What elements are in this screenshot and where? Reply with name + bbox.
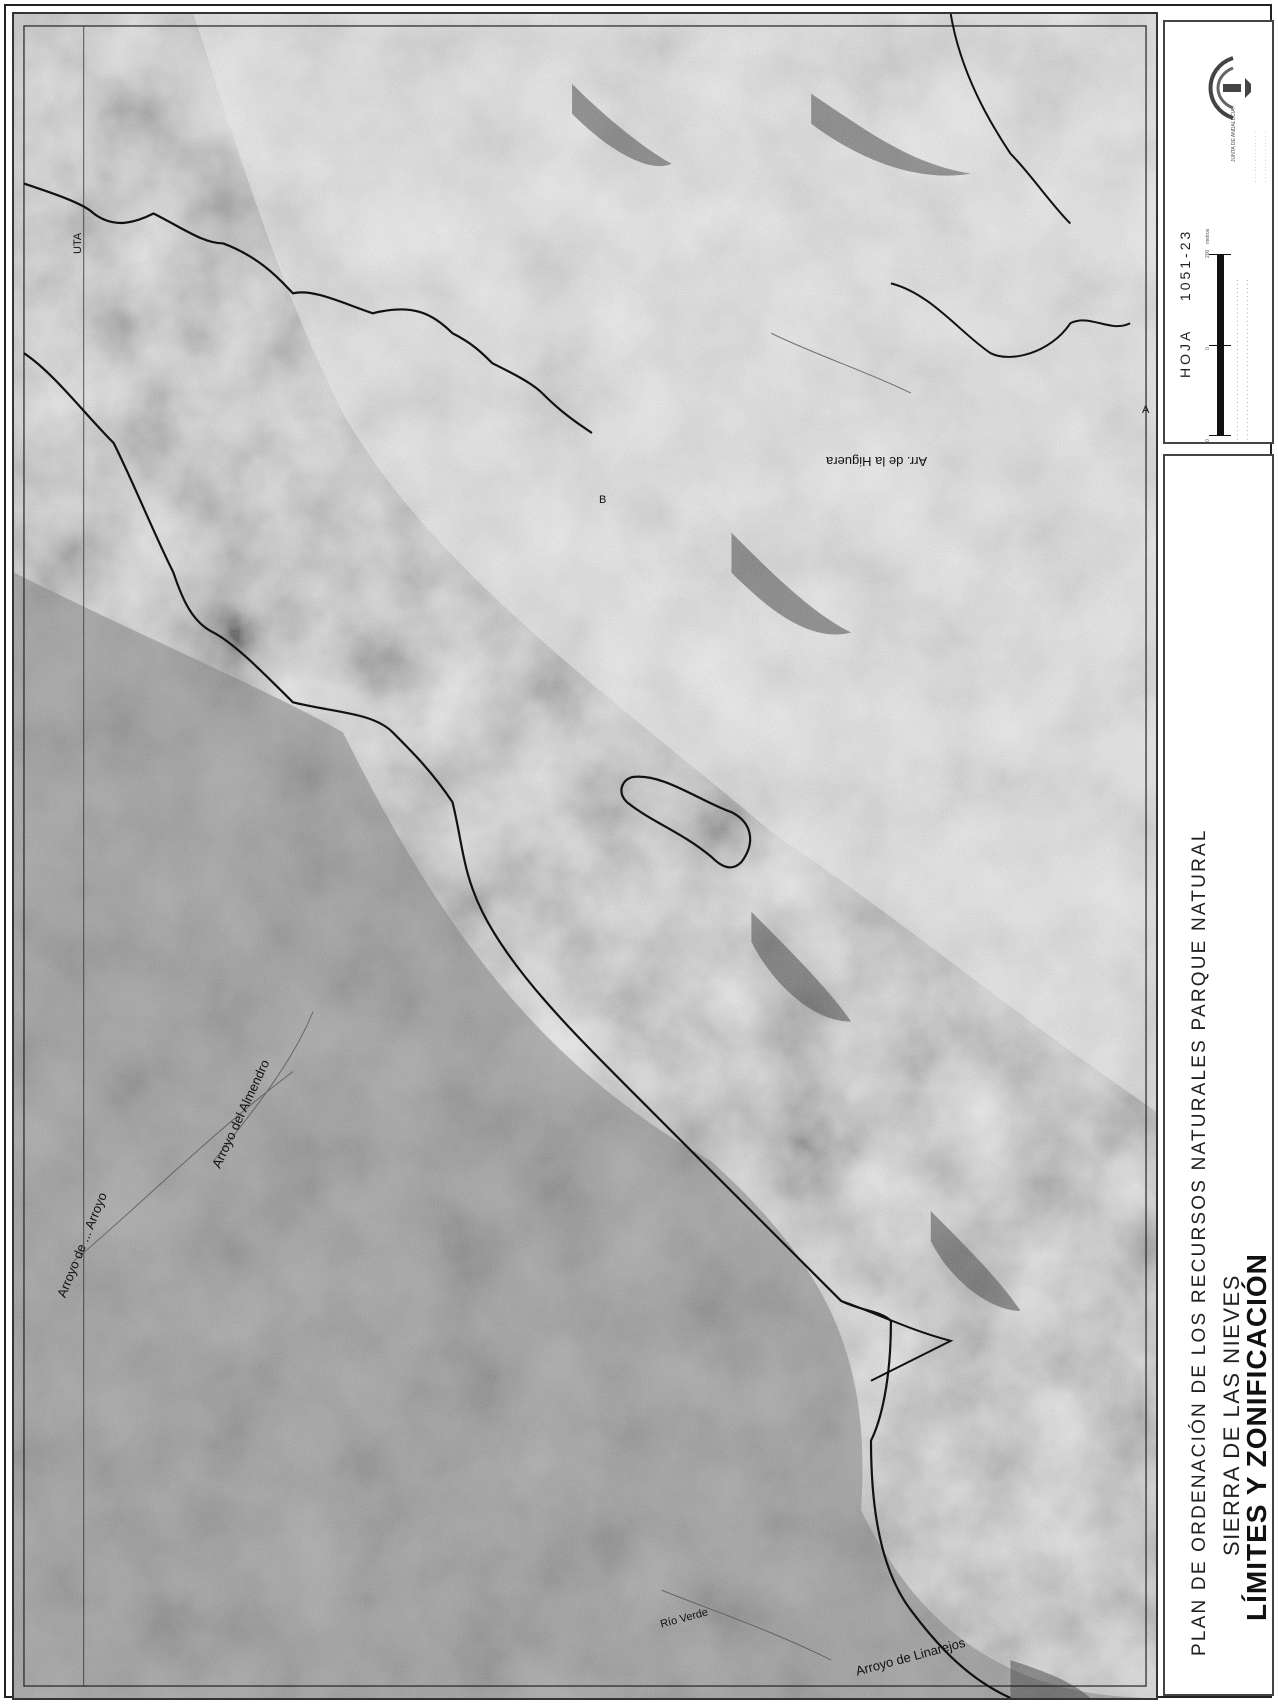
park-boundary-north <box>23 182 593 434</box>
boundary-spur <box>840 1299 954 1382</box>
sheet-info-box: JUNTA DE ANDALUCIA · · · · · · · · · · ·… <box>1163 20 1274 444</box>
source-note-2: · · · · · · · · · · · · · · · · · · · · … <box>1245 279 1251 440</box>
agency-name: JUNTA DE ANDALUCIA <box>1231 108 1237 162</box>
photo-grain <box>14 14 1156 1698</box>
source-note-1: · · · · · · · · · · · · · · · · · · · · … <box>1235 279 1241 440</box>
boundary-northeast <box>949 14 1072 225</box>
neatline <box>23 25 1147 1687</box>
map-svg <box>14 14 1156 1698</box>
plan-title: PLAN DE ORDENACIÓN DE LOS RECURSOS NATUR… <box>1189 828 1210 1656</box>
label-uta: UTA <box>72 232 84 254</box>
sheet-label: HOJA 1051-23 <box>1177 229 1193 378</box>
map-legend: JUNTA DE ANDALUCIA · · · · · · · · · · ·… <box>1163 12 1274 1700</box>
logo-caption-2: · · · · · · · · · · · · · · · <box>1263 131 1269 182</box>
boundary-east <box>890 282 1131 358</box>
scale-unit: metros <box>1205 228 1211 244</box>
map-type-title: LÍMITES Y ZONIFICACIÓN <box>1241 1253 1272 1621</box>
scale-start: 0 <box>1205 439 1211 442</box>
label-arroyo-higuera: Arr. de la Higuera <box>826 454 928 469</box>
scale-mid: 0 <box>1205 347 1211 350</box>
label-letter-b: B <box>599 494 607 506</box>
map-sheet: Arr. de la Higuera Arroyo del Almendro A… <box>4 4 1274 1700</box>
sheet-word: HOJA <box>1177 328 1193 378</box>
orthophoto-map[interactable]: Arr. de la Higuera Arroyo del Almendro A… <box>12 12 1158 1700</box>
park-boundary-west <box>23 352 1011 1698</box>
junta-andalucia-logo-icon <box>1208 56 1251 120</box>
logo-caption: · · · · · · · · · · · · · · · <box>1253 131 1259 182</box>
label-letter-a: A <box>1142 404 1150 416</box>
title-box: PLAN DE ORDENACIÓN DE LOS RECURSOS NATUR… <box>1163 454 1274 1696</box>
sheet-number: 1051-23 <box>1177 228 1193 302</box>
enclave-zone <box>620 775 752 869</box>
scale-end: 200 <box>1205 249 1211 258</box>
streams <box>73 332 912 1661</box>
